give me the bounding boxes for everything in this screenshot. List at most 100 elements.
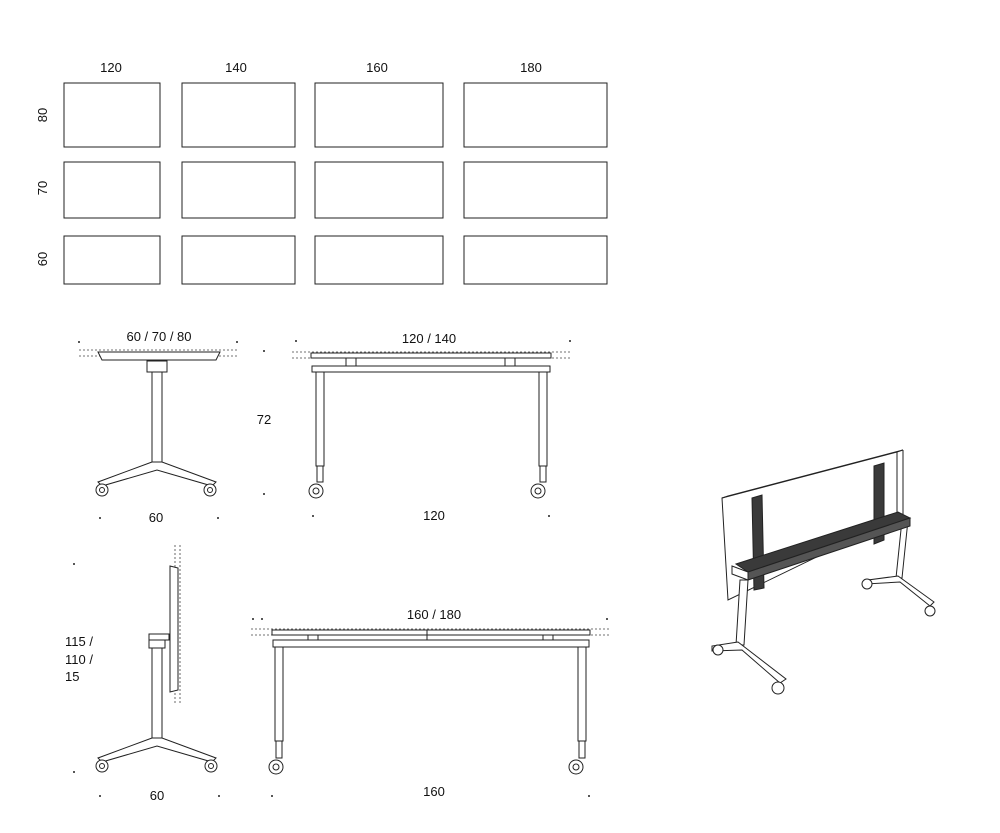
depth-label-60: 60: [35, 252, 50, 266]
caster-hub: [208, 763, 214, 769]
tabletop-thickness: [721, 449, 904, 499]
width-label-140: 140: [225, 60, 247, 75]
dim-marker: [312, 515, 314, 517]
caster-wheel: [924, 605, 936, 617]
dim-marker: [99, 517, 101, 519]
tabletop-160x80: [314, 82, 444, 148]
side-depth-label: 60 / 70 / 80: [126, 329, 191, 344]
dim-marker: [78, 341, 80, 343]
caster-wheel: [268, 759, 284, 775]
leg-sleeve: [316, 465, 324, 483]
tabletop-140x60: [181, 235, 296, 285]
tabletop-180x60: [463, 235, 608, 285]
dim-marker: [263, 493, 265, 495]
caster-hub: [207, 487, 213, 493]
caster-hub: [99, 763, 105, 769]
tabletop-120x80: [63, 82, 161, 148]
caster-wheel: [308, 483, 324, 499]
tabletop-140x70: [181, 161, 296, 219]
front-view-small: 120 / 140 120: [292, 331, 572, 523]
dim-marker: [99, 795, 101, 797]
depth-label-70: 70: [35, 181, 50, 195]
leg-foot: [97, 737, 217, 763]
caster-wheel: [530, 483, 546, 499]
leg-column: [151, 647, 163, 741]
leg-sleeve: [578, 740, 586, 759]
caster-wheel: [203, 483, 217, 497]
caster-wheel: [771, 681, 785, 695]
caster-wheel: [861, 578, 873, 590]
folded-height-line-2: 110 /: [65, 652, 93, 667]
dim-marker: [236, 341, 238, 343]
width-label-120: 120: [100, 60, 122, 75]
front-large-base-label: 160: [423, 784, 445, 799]
leg-sleeve: [275, 740, 283, 759]
tabletop-160x70: [314, 161, 444, 219]
caster-hub: [572, 763, 580, 771]
depth-label-80: 80: [35, 108, 50, 122]
dim-marker: [217, 517, 219, 519]
tabletop-160x60: [314, 235, 444, 285]
dim-marker: [261, 618, 263, 620]
folded-base-label: 60: [150, 788, 164, 803]
tabletop-140x80: [181, 82, 296, 148]
size-grid: 120 140 160 180 80 70 60: [35, 60, 608, 285]
leg-column: [151, 371, 163, 465]
folded-height-line-3: 15: [65, 669, 79, 684]
side-view-folded: 115 / 110 / 15 60: [65, 545, 220, 803]
dim-marker: [73, 563, 75, 565]
dim-marker: [295, 340, 297, 342]
leg-column: [315, 371, 325, 467]
front-small-top-label: 120 / 140: [402, 331, 456, 346]
top-bracket: [146, 360, 168, 373]
dim-marker: [548, 515, 550, 517]
tabletop-180x80: [463, 82, 608, 148]
dim-marker: [218, 795, 220, 797]
cross-beam: [311, 365, 551, 373]
folded-height-line-1: 115 /: [65, 634, 93, 649]
leg-column: [538, 371, 548, 467]
dim-marker: [252, 618, 254, 620]
isometric-folded-table: [711, 449, 936, 695]
tabletop-180x70: [463, 161, 608, 219]
hinge-bracket: [148, 633, 170, 641]
tabletop-folded: [169, 565, 179, 693]
caster-hub: [312, 487, 320, 495]
width-label-180: 180: [520, 60, 542, 75]
cross-beam: [272, 639, 590, 648]
back-leg-foot: [865, 575, 935, 607]
front-large-top-label: 160 / 180: [407, 607, 461, 622]
dim-marker: [569, 340, 571, 342]
tabletop-edge: [97, 351, 221, 361]
tabletop-120x60: [63, 235, 161, 285]
front-leg-column: [735, 579, 749, 646]
caster-hub: [534, 487, 542, 495]
dim-marker: [263, 350, 265, 352]
caster-wheel: [712, 644, 724, 656]
dim-marker: [73, 771, 75, 773]
top-bracket: [504, 357, 516, 367]
width-label-160: 160: [366, 60, 388, 75]
tabletop-120x70: [63, 161, 161, 219]
caster-wheel: [204, 759, 218, 773]
front-small-base-label: 120: [423, 508, 445, 523]
height-annotation: 72: [257, 350, 271, 495]
dim-marker: [588, 795, 590, 797]
side-view-upright: 60 / 70 / 80 60: [78, 329, 239, 525]
leg-column: [577, 646, 587, 742]
leg-sleeve: [539, 465, 547, 483]
caster-wheel: [568, 759, 584, 775]
top-bracket: [148, 639, 166, 649]
caster-wheel: [95, 759, 109, 773]
caster-hub: [99, 487, 105, 493]
tabletop-edge: [310, 352, 552, 359]
leg-foot: [97, 461, 217, 487]
caster-wheel: [95, 483, 109, 497]
side-base-label: 60: [149, 510, 163, 525]
leg-column: [274, 646, 284, 742]
top-bracket: [345, 357, 357, 367]
front-view-large: 160 / 180 160: [251, 607, 609, 799]
caster-hub: [272, 763, 280, 771]
